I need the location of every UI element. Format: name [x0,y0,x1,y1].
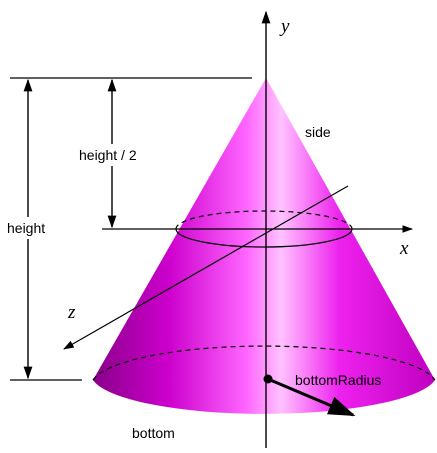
cone-body [93,78,435,414]
z-axis-label: z [67,302,76,323]
side-label: side [305,124,331,140]
z-axis [63,185,349,350]
y-axis-label: y [279,16,290,37]
mid-ellipse-back [175,210,353,230]
height-label: height [7,220,45,236]
bottom-center-point [263,374,273,384]
mid-ellipse-front [175,228,353,248]
bottom-radius-label: bottomRadius [295,372,381,388]
half-height-label: height / 2 [79,147,137,163]
x-axis-label: x [399,238,409,259]
bottom-ellipse-back [92,345,436,381]
bottom-radius-arrow [267,377,356,417]
bottom-label: bottom [132,425,175,441]
